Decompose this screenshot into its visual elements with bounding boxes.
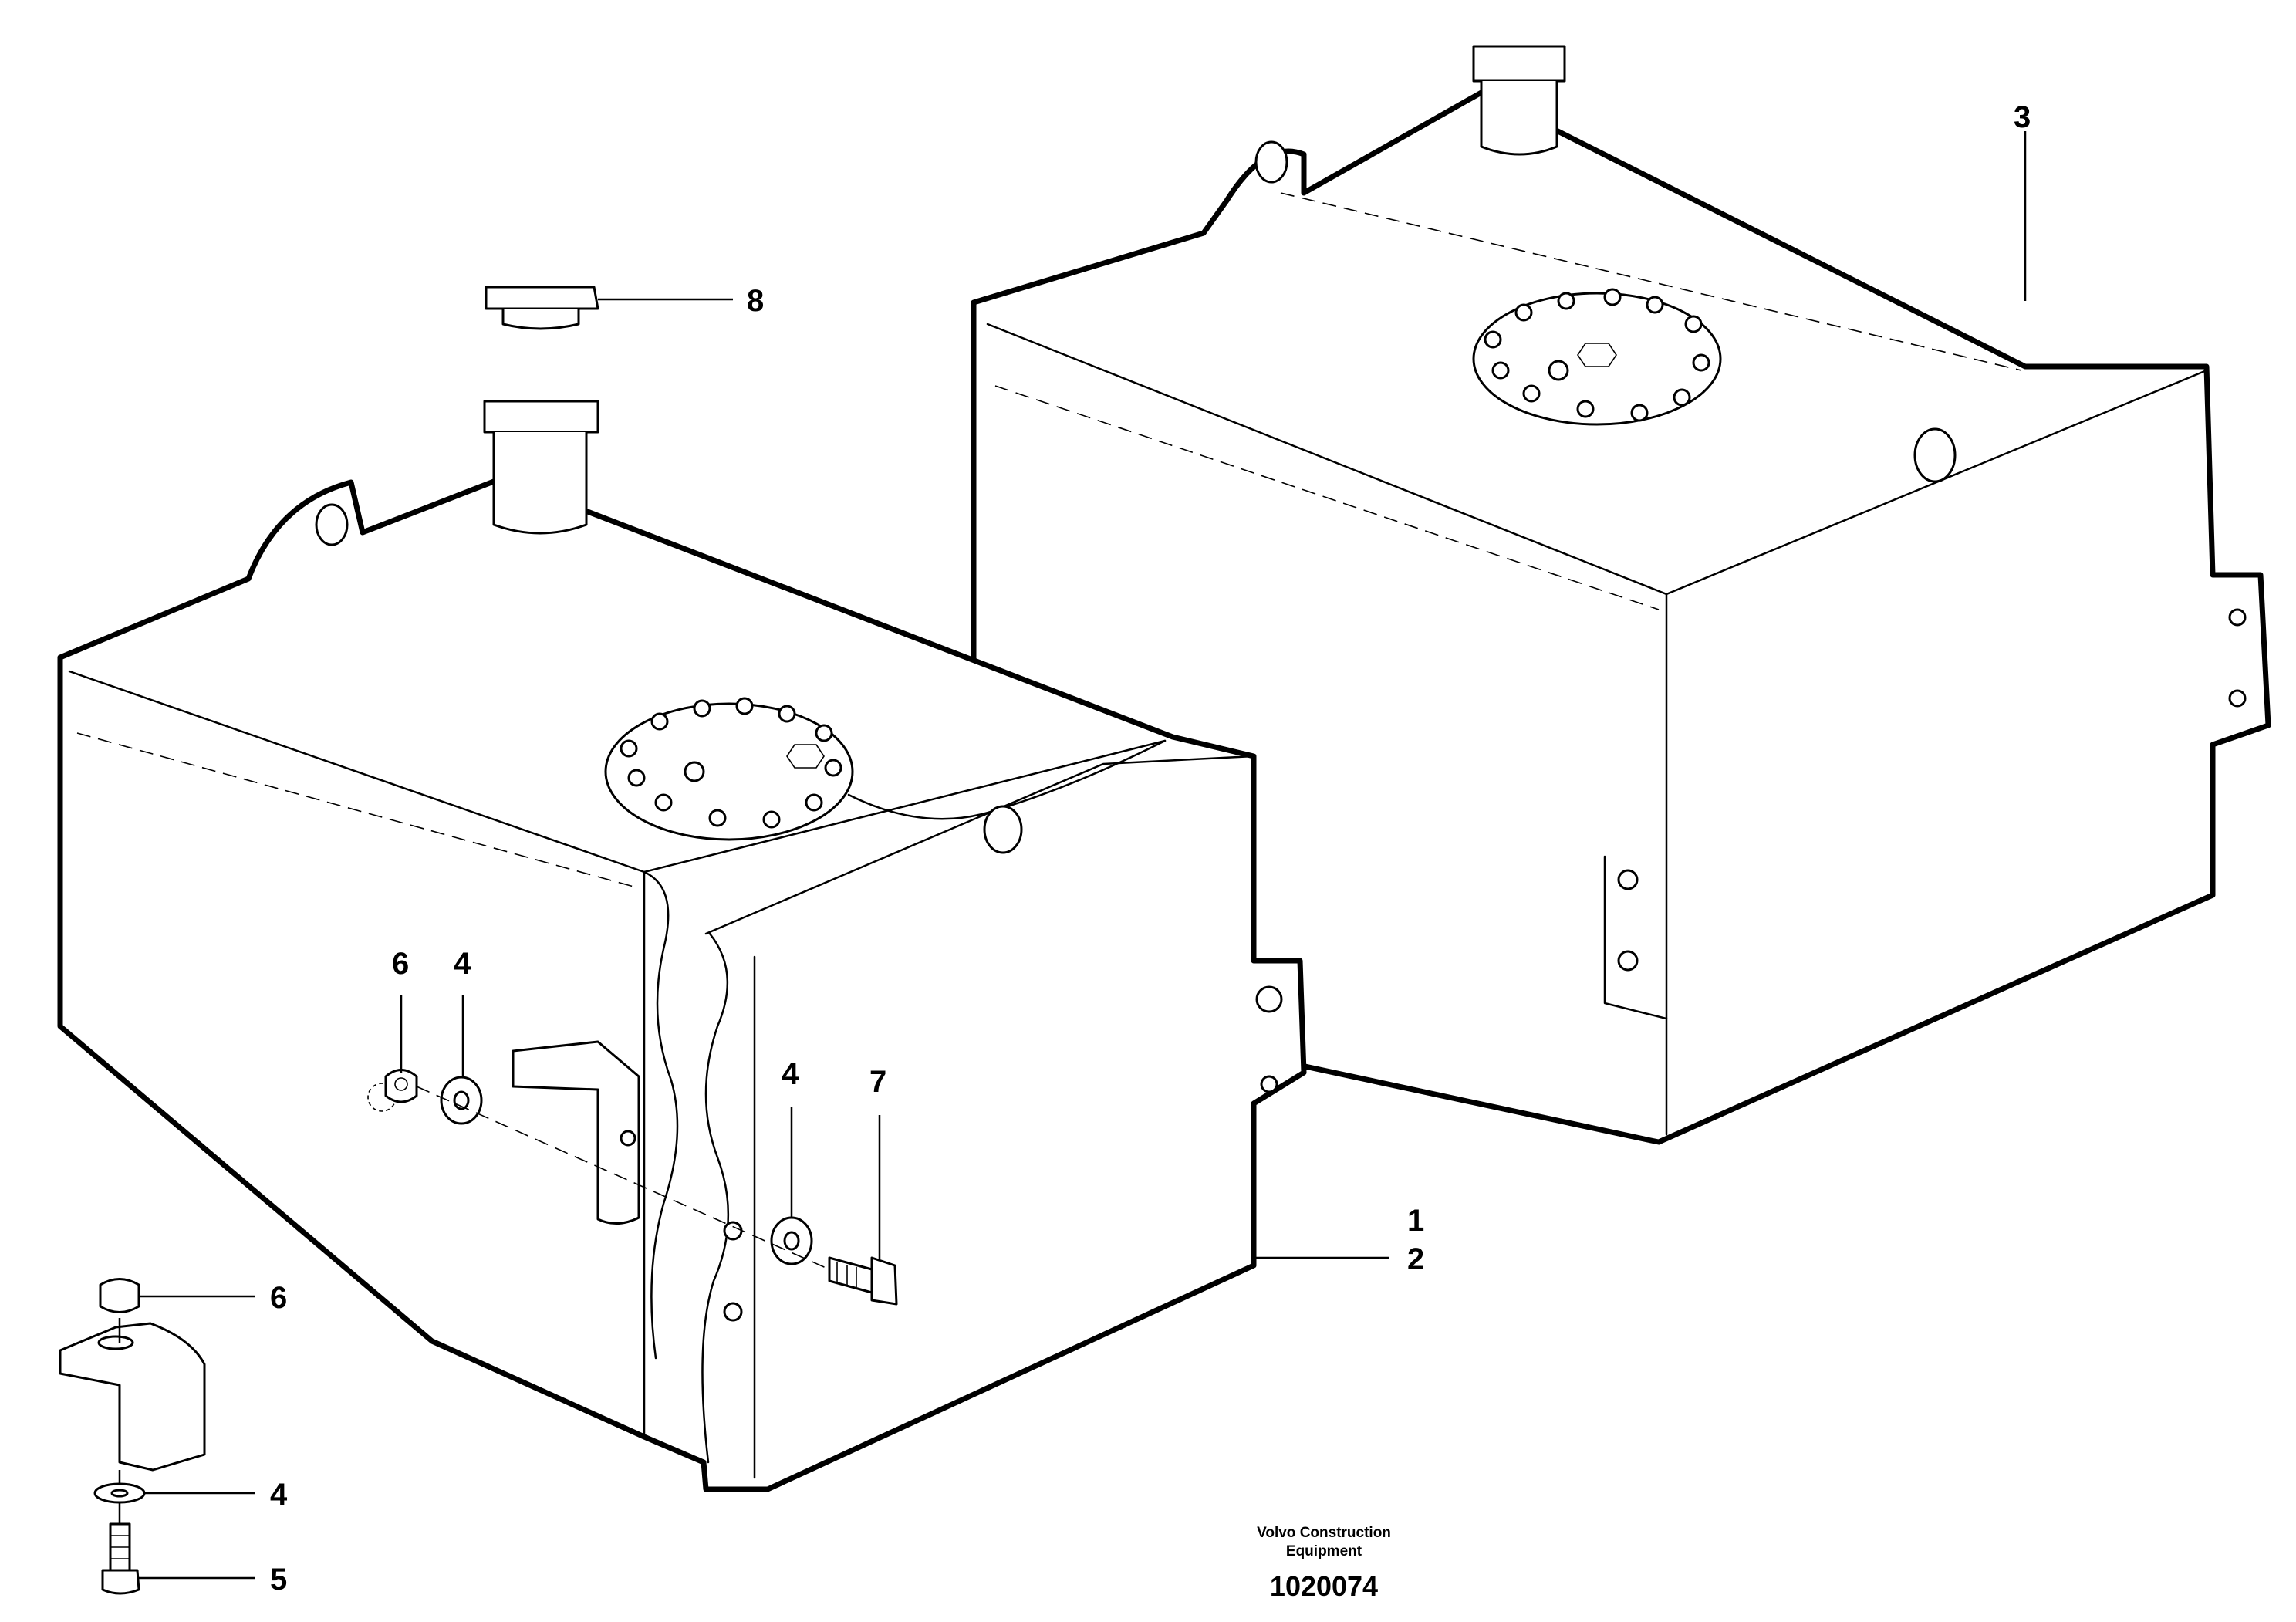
- filler-cap-8: [485, 286, 599, 330]
- callout-7: 7: [869, 1065, 886, 1099]
- washer-4-loose: [93, 1482, 146, 1504]
- callout-8: 8: [747, 284, 764, 318]
- bolt-7: [828, 1256, 898, 1306]
- callout-4-inline: 4: [454, 947, 471, 981]
- flange-bolts-tank-1-2: [620, 697, 842, 829]
- callout-3: 3: [2014, 100, 2031, 134]
- callout-6-loose: 6: [270, 1281, 287, 1315]
- washer-4-inline: [440, 1076, 483, 1125]
- leader-lines: [139, 131, 2027, 1580]
- washer-4-front: [770, 1216, 813, 1265]
- bracket-assembly-loose: [59, 1322, 206, 1472]
- fuel-tank-3: [971, 45, 2271, 1145]
- manufacturer-line-2: Equipment: [1286, 1543, 1362, 1559]
- nut-6-inline: [384, 1069, 418, 1103]
- callout-5: 5: [270, 1563, 287, 1597]
- callout-6-inline: 6: [392, 947, 409, 981]
- nut-6-loose: [99, 1278, 140, 1313]
- flange-bolts-tank-3: [1484, 288, 1710, 422]
- callout-4-front: 4: [782, 1057, 799, 1091]
- bolt-5: [101, 1522, 140, 1595]
- callout-1: 1: [1407, 1204, 1424, 1238]
- manufacturer-line-1: Volvo Construction: [1257, 1525, 1391, 1541]
- callout-2: 2: [1407, 1242, 1424, 1276]
- fuel-tank-1-2: [57, 400, 1307, 1492]
- callout-4-loose: 4: [270, 1478, 288, 1512]
- document-number: 1020074: [1270, 1570, 1378, 1602]
- bracket-assembly-inline: [512, 1040, 640, 1225]
